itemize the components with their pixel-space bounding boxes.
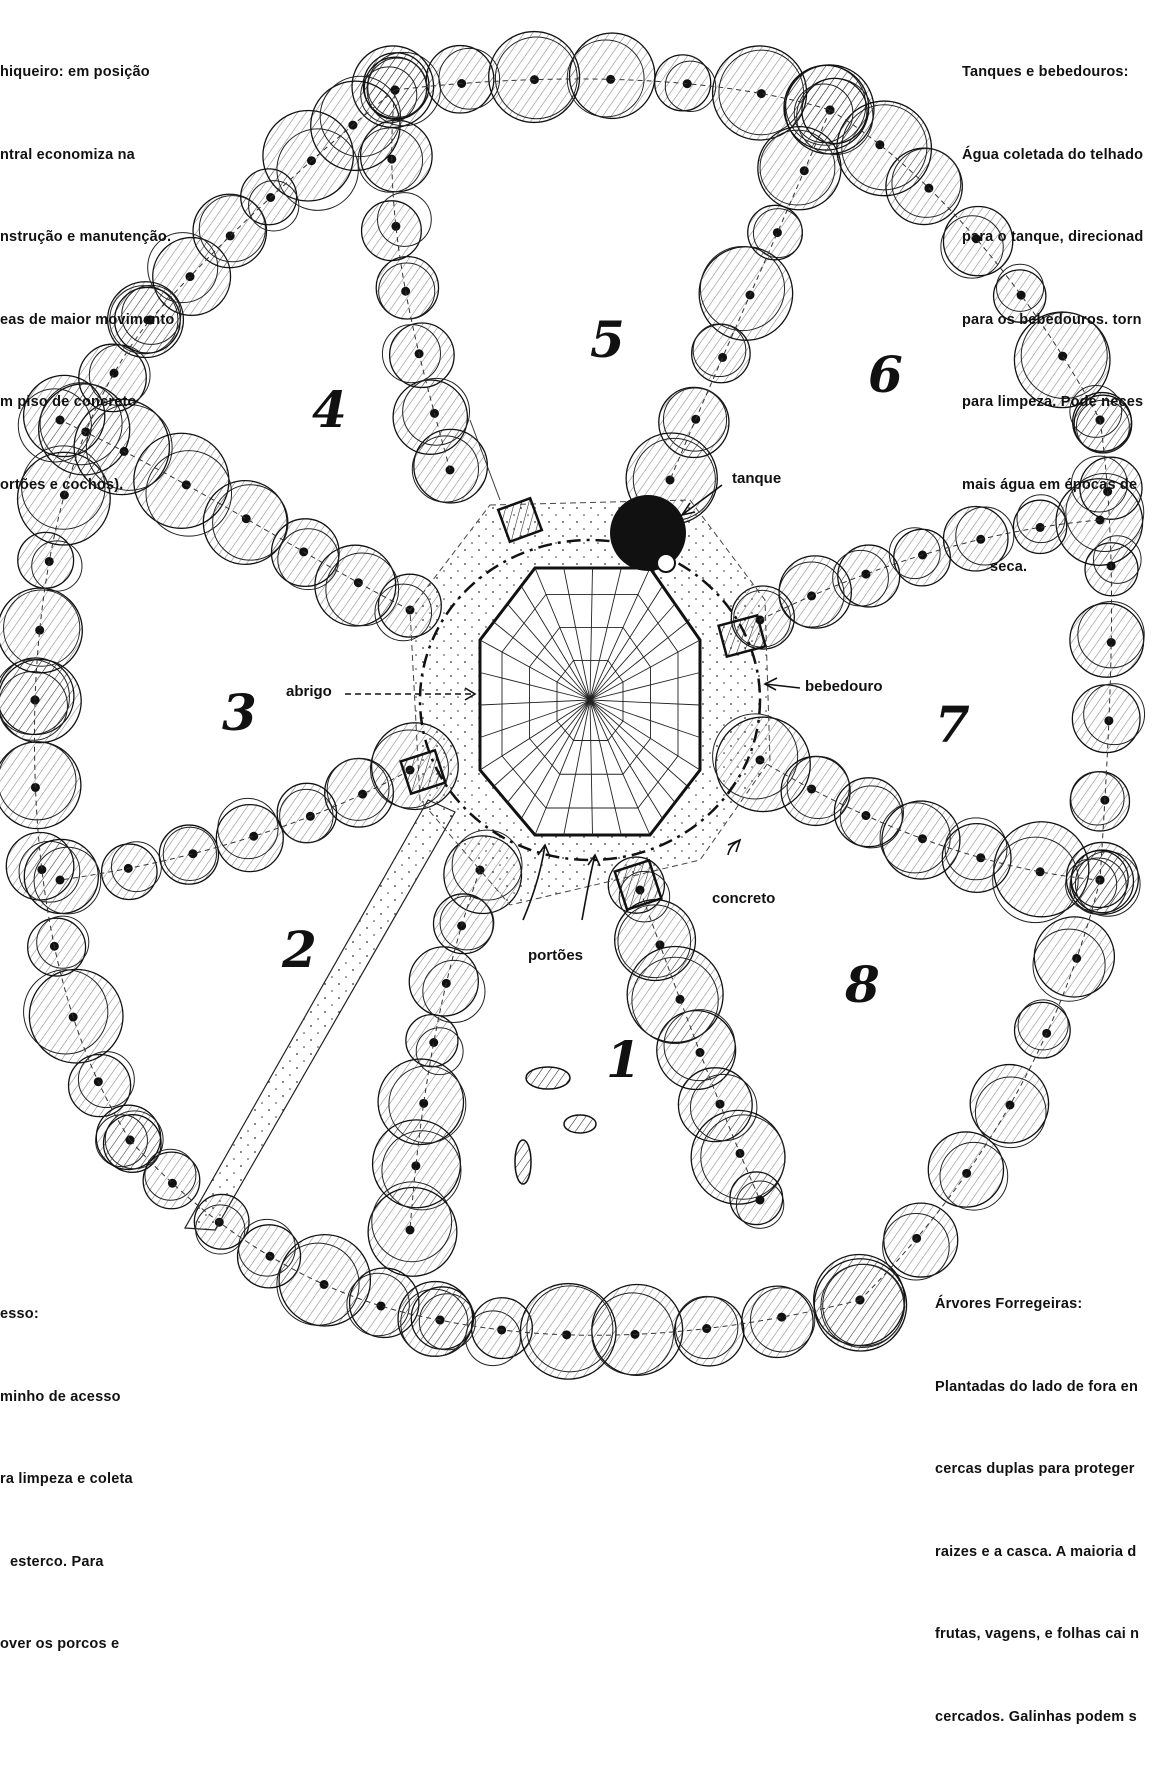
note-chiqueiro: hiqueiro: em posição ntral economiza na … [0, 4, 174, 554]
label-concreto: concreto [712, 890, 775, 907]
note-line: para limpeza. Pode neces [962, 389, 1143, 417]
note-line: Água coletada do telhado [962, 142, 1143, 170]
note-line: cercados. Galinhas podem s [935, 1704, 1139, 1732]
note-line: m piso de concreto [0, 389, 174, 417]
fodder-tree [814, 1259, 906, 1351]
fodder-tree [277, 783, 336, 842]
note-line: ortões e cochos). [0, 472, 174, 500]
note-line: raizes e a casca. A maioria d [935, 1539, 1139, 1567]
note-line: eas de maior movimento [0, 307, 174, 335]
note-line: esso: [0, 1301, 133, 1329]
paddock-number-2: 2 [282, 925, 317, 975]
fodder-tree [466, 1298, 533, 1366]
note-line: ra limpeza e coleta [0, 1466, 133, 1494]
note-line: esterco. Para [0, 1549, 133, 1577]
fodder-tree [362, 193, 432, 261]
note-line: para os bebedouros. torn [962, 307, 1143, 335]
paddock-number-3: 3 [222, 688, 257, 738]
label-portoes: portões [528, 947, 583, 964]
note-acesso: esso: minho de acesso ra limpeza e colet… [0, 1246, 133, 1714]
fodder-tree [376, 257, 438, 319]
tank-outlet [657, 554, 675, 572]
note-arvores: Árvores Forregeiras: Plantadas do lado d… [935, 1236, 1139, 1786]
paddock-number-4: 4 [312, 385, 347, 435]
note-tanques: Tanques e bebedouros: Água coletada do t… [962, 4, 1143, 637]
fodder-tree [0, 742, 81, 829]
fodder-tree [409, 947, 485, 1023]
permaculture-pig-paddock-diagram: hiqueiro: em posição ntral economiza na … [0, 0, 1163, 1380]
label-abrigo: abrigo [286, 683, 332, 700]
note-line: frutas, vagens, e folhas cai n [935, 1621, 1139, 1649]
fodder-tree [692, 324, 750, 383]
fodder-tree [567, 33, 655, 118]
paddock-number-7: 7 [935, 700, 970, 750]
fodder-tree [28, 916, 89, 976]
paddock-number-6: 6 [868, 350, 903, 400]
fodder-tree [102, 842, 162, 900]
note-line: Tanques e bebedouros: [962, 59, 1143, 87]
note-line: over os porcos e [0, 1631, 133, 1659]
note-line: nstrução e manutenção. [0, 224, 174, 252]
fodder-tree [520, 1284, 616, 1380]
fodder-tree [382, 323, 454, 388]
fodder-tree [675, 1296, 744, 1366]
fodder-tree [24, 839, 100, 913]
fodder-tree [0, 588, 82, 673]
note-line: cercas duplas para proteger [935, 1456, 1139, 1484]
fodder-tree [730, 1172, 784, 1228]
fodder-tree [1033, 917, 1114, 1001]
note-line: minho de acesso [0, 1384, 133, 1412]
note-line: ntral economiza na [0, 142, 174, 170]
note-line: seca. [962, 554, 1143, 582]
note-line: Plantadas do lado de fora en [935, 1374, 1139, 1402]
note-line: Árvores Forregeiras: [935, 1291, 1139, 1319]
fodder-tree [758, 127, 841, 210]
note-line: para o tanque, direcionad [962, 224, 1143, 252]
label-bebedouro: bebedouro [805, 678, 883, 695]
note-line: mais água em épocas de [962, 472, 1143, 500]
paddock-number-1: 1 [606, 1035, 641, 1085]
fodder-tree [1072, 684, 1144, 753]
fodder-tree [928, 1132, 1007, 1210]
fodder-tree [489, 32, 580, 123]
paddock-number-8: 8 [845, 960, 880, 1010]
paddock-number-5: 5 [590, 315, 625, 365]
label-tanque: tanque [732, 470, 781, 487]
fodder-tree [216, 798, 283, 871]
fodder-tree [434, 894, 494, 954]
pig-icon [515, 1067, 596, 1184]
fodder-tree [1015, 1000, 1071, 1058]
note-line: hiqueiro: em posição [0, 59, 174, 87]
fodder-tree [1070, 772, 1129, 831]
